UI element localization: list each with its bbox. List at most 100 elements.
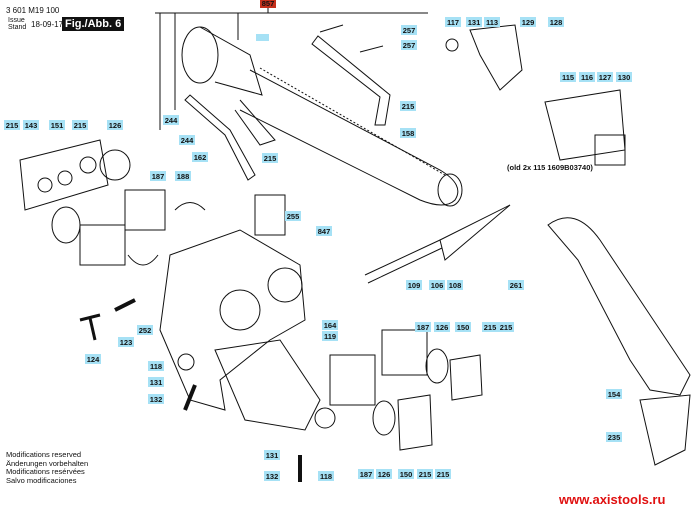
figure-title: Fig./Abb. 6 [62, 17, 125, 31]
label-text: 150 [400, 470, 413, 479]
screw-257 [319, 24, 384, 53]
label-box [85, 354, 101, 364]
part-label-215: 215 [435, 469, 451, 479]
ring-126 [99, 149, 131, 181]
label-box [150, 171, 166, 181]
part-label-151: 151 [49, 120, 65, 130]
part-label-128: 128 [548, 17, 564, 27]
label-text: 158 [402, 129, 415, 138]
label-text: 261 [510, 281, 523, 290]
label-box [429, 280, 445, 290]
label-box [192, 152, 208, 162]
label-text: 187 [360, 470, 373, 479]
issue-label: Issue Stand [8, 17, 26, 31]
part-label-215: 215 [72, 120, 88, 130]
label-text: 244 [165, 116, 178, 125]
label-box [179, 135, 195, 145]
washer-118 [177, 353, 195, 371]
label-box [597, 72, 613, 82]
label-box [401, 25, 417, 35]
blank-label [256, 34, 269, 41]
label-box [482, 322, 498, 332]
label-box [163, 115, 179, 125]
knob-124 [79, 313, 101, 341]
label-text: 119 [324, 332, 336, 341]
part-label-187: 187 [415, 322, 431, 332]
label-box [415, 322, 431, 332]
part-label-117: 117 [445, 17, 461, 27]
label-text: 113 [486, 18, 498, 27]
part-label-124: 124 [85, 354, 101, 364]
part-label-127: 127 [597, 72, 613, 82]
roller-187b [79, 224, 126, 266]
label-text: 130 [618, 73, 631, 82]
label-text: 151 [51, 121, 64, 130]
label-text: 847 [318, 227, 331, 236]
part-label-215: 215 [400, 101, 416, 111]
part-label-115: 115 [560, 72, 576, 82]
part-label-109: 109 [406, 280, 422, 290]
part-label-244: 244 [179, 135, 195, 145]
part-label-847: 847 [316, 226, 332, 236]
plate-151 [19, 139, 109, 211]
label-box [548, 17, 564, 27]
label-text: 116 [581, 73, 593, 82]
part-label-261: 261 [508, 280, 524, 290]
label-box [148, 377, 164, 387]
part-label-235: 235 [606, 432, 622, 442]
part-label-215: 215 [262, 153, 278, 163]
label-text: 126 [109, 121, 122, 130]
label-box [285, 211, 301, 221]
label-box [376, 469, 392, 479]
part-label-162: 162 [192, 152, 208, 162]
main-housing [159, 229, 321, 431]
old-part-note: (old 2x 115 1609B03740) [507, 163, 593, 172]
label-text: 252 [139, 326, 152, 335]
label-box [148, 394, 164, 404]
label-text: 132 [266, 472, 279, 481]
part-label-257: 257 [401, 40, 417, 50]
washer-118b [314, 407, 336, 429]
ring-126c [425, 348, 449, 384]
part-113 [469, 24, 523, 91]
label-text: 154 [608, 390, 621, 399]
part-label-257: 257 [401, 25, 417, 35]
label-text: 188 [177, 172, 190, 181]
label-box [118, 337, 134, 347]
part-number: 3 601 M19 100 [6, 6, 60, 15]
part-label-150: 150 [398, 469, 414, 479]
label-text: 131 [266, 451, 279, 460]
label-box [398, 469, 414, 479]
part-label-158: 158 [400, 128, 416, 138]
part-label-126: 126 [434, 322, 450, 332]
part-255 [254, 194, 286, 236]
label-text: 127 [599, 73, 612, 82]
arm-154 [547, 217, 691, 396]
part-label-119: 119 [322, 331, 338, 341]
part-label-118: 118 [148, 361, 164, 371]
part-label-188: 188 [175, 171, 191, 181]
label-box [260, 0, 276, 8]
issue-text: Issue [8, 17, 25, 24]
website-watermark: www.axistools.ru [559, 492, 666, 507]
note-line: Änderungen vorbehalten [6, 458, 89, 468]
label-box [107, 120, 123, 130]
label-box [579, 72, 595, 82]
part-label-106: 106 [429, 280, 445, 290]
label-text: 106 [431, 281, 444, 290]
label-box [560, 72, 576, 82]
group-bracket [155, 5, 428, 130]
part-label-244: 244 [163, 115, 179, 125]
label-text: 129 [522, 18, 535, 27]
part-label-215: 215 [417, 469, 433, 479]
label-box [400, 128, 416, 138]
label-text: 215 [402, 102, 415, 111]
label-text: 857 [262, 0, 275, 8]
label-text: 118 [150, 362, 162, 371]
part-label-130: 130 [616, 72, 632, 82]
label-box [498, 322, 514, 332]
part-label-215: 215 [498, 322, 514, 332]
label-text: 215 [500, 323, 513, 332]
